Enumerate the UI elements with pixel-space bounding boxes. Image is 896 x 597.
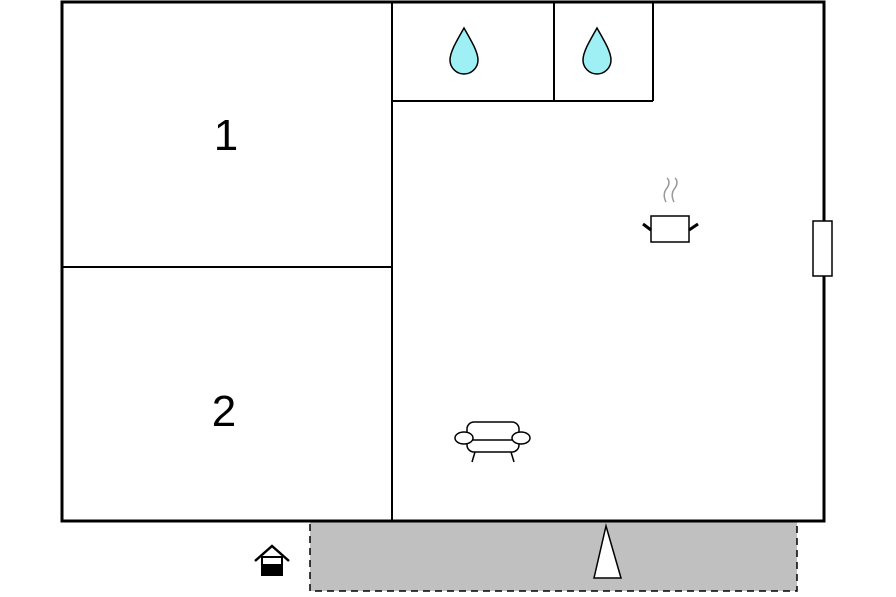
cooking-pot-icon	[642, 177, 699, 243]
house-entrance-icon	[254, 544, 290, 576]
water-drop-icon	[449, 26, 479, 75]
outer-walls	[60, 0, 826, 523]
terrace-area	[309, 520, 798, 592]
room-2-label: 2	[212, 387, 236, 436]
sofa-icon	[454, 421, 531, 463]
room-1-label: 1	[214, 111, 238, 160]
water-drop-icon	[582, 26, 612, 75]
window-icon	[812, 220, 833, 277]
door-opening-icon	[593, 523, 622, 579]
